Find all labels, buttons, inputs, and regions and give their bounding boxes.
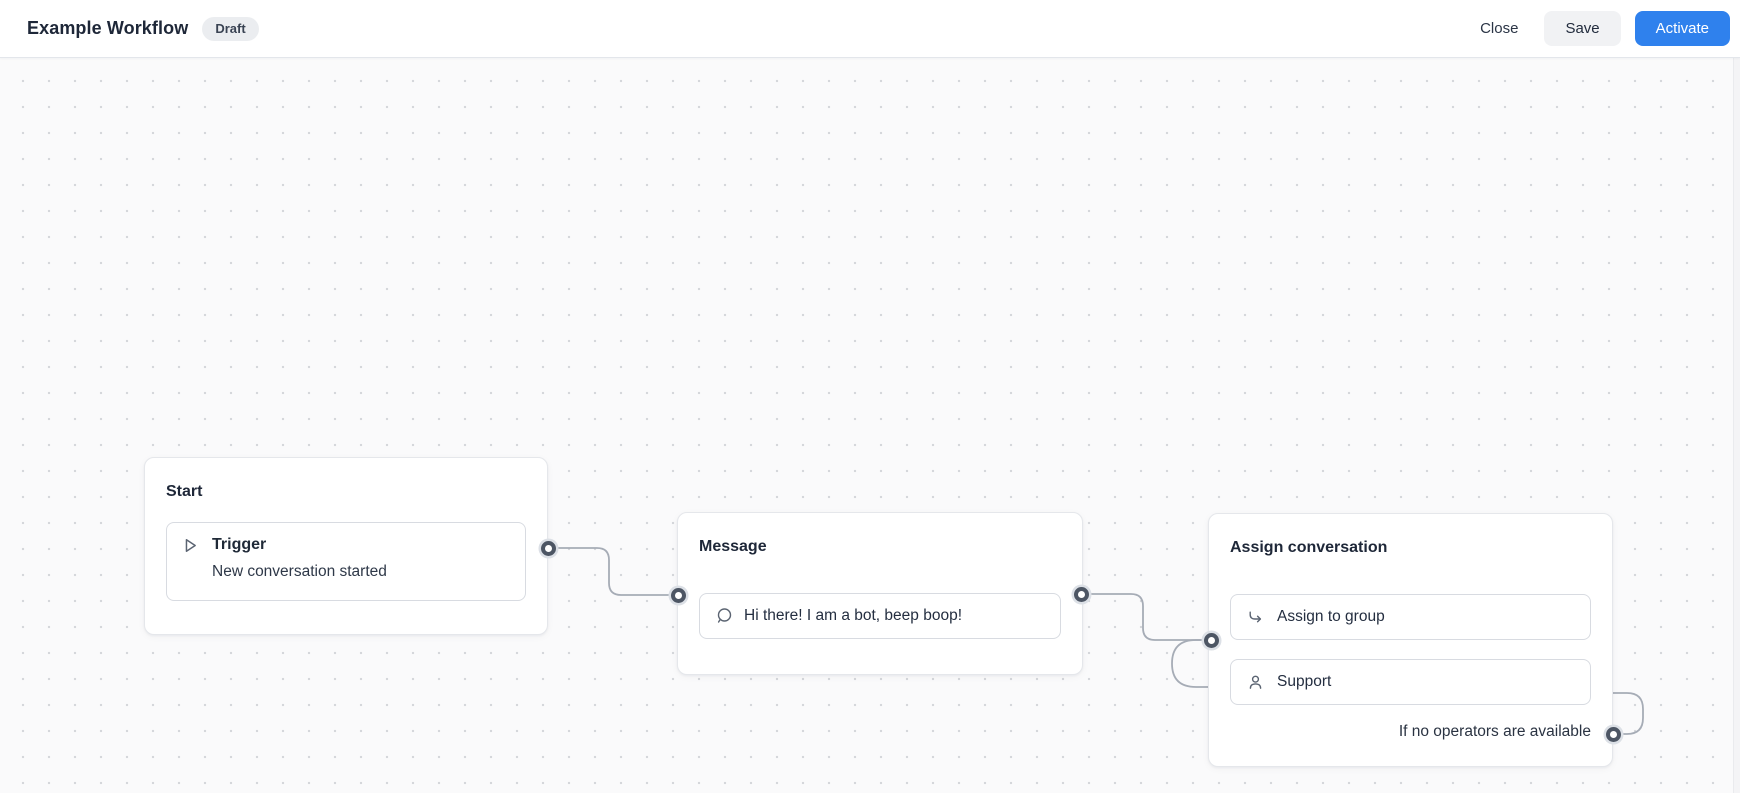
workflow-canvas[interactable]	[0, 58, 1740, 793]
save-button[interactable]: Save	[1544, 11, 1621, 46]
fallback-branch-label: If no operators are available	[1398, 723, 1591, 740]
curved-arrow-icon	[1247, 609, 1264, 626]
node-assign-conversation[interactable]: Assign conversation Assign to group Supp…	[1208, 513, 1613, 767]
assign-group-field[interactable]: Support	[1230, 659, 1591, 705]
close-button[interactable]: Close	[1468, 11, 1530, 46]
assign-action-label: Assign to group	[1277, 608, 1385, 625]
top-bar: Example Workflow Draft Close Save Activa…	[0, 0, 1740, 58]
assign-action-field[interactable]: Assign to group	[1230, 594, 1591, 640]
node-message[interactable]: Message Hi there! I am a bot, beep boop!	[677, 512, 1083, 675]
message-text: Hi there! I am a bot, beep boop!	[744, 607, 962, 624]
node-start-title: Start	[166, 483, 203, 500]
play-outline-icon	[182, 537, 199, 554]
trigger-subtitle: New conversation started	[212, 563, 387, 580]
chat-bubble-icon	[715, 607, 733, 625]
activate-button[interactable]: Activate	[1634, 11, 1730, 46]
connector-message-output[interactable]	[1073, 586, 1089, 602]
connector-fallback-output[interactable]	[1605, 726, 1621, 742]
workflow-title: Example Workflow	[27, 18, 189, 38]
assign-group-label: Support	[1277, 673, 1332, 690]
top-bar-actions: Close Save Activate	[1468, 11, 1740, 46]
person-icon	[1247, 674, 1264, 691]
node-start[interactable]: Start Trigger New conversation started	[144, 457, 548, 635]
trigger-card[interactable]: Trigger New conversation started	[166, 522, 526, 601]
connector-start-output[interactable]	[540, 540, 556, 556]
connector-assign-input[interactable]	[1203, 632, 1219, 648]
node-message-title: Message	[699, 538, 767, 555]
trigger-title: Trigger	[212, 536, 267, 553]
status-badge: Draft	[202, 16, 259, 41]
message-text-field[interactable]: Hi there! I am a bot, beep boop!	[699, 593, 1061, 639]
connector-message-input[interactable]	[670, 587, 686, 603]
node-assign-title: Assign conversation	[1230, 539, 1388, 556]
vertical-scrollbar[interactable]	[1733, 58, 1740, 793]
